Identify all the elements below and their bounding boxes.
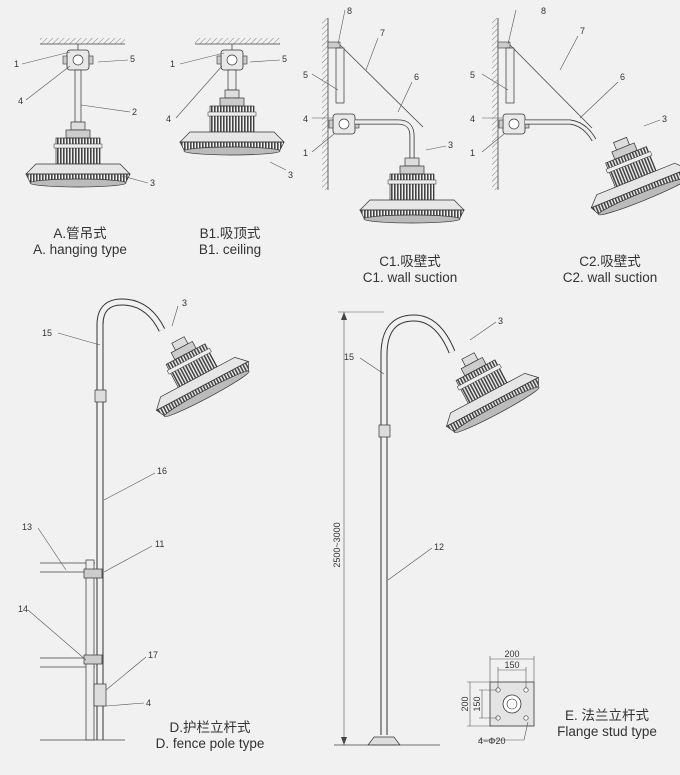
figure-b1-ceiling: 1 5 4 3	[166, 38, 293, 180]
figure-e-flange-pole: 2500~3000 3 15 12	[332, 311, 545, 746]
svg-text:1: 1	[303, 148, 308, 158]
svg-text:3: 3	[288, 170, 293, 180]
figure-c1-wall: 8 7 5 6 4 1 3	[303, 6, 465, 224]
svg-text:3: 3	[662, 114, 667, 124]
svg-text:6: 6	[620, 72, 625, 82]
svg-text:15: 15	[344, 352, 354, 362]
svg-text:11: 11	[155, 539, 164, 549]
caption-d-en: D. fence pole type	[155, 736, 265, 751]
caption-c1-zh: C1.吸壁式	[379, 254, 441, 269]
svg-text:13: 13	[22, 522, 32, 532]
svg-text:3: 3	[150, 178, 155, 188]
pole-height-dimension: 2500~3000	[332, 522, 342, 567]
caption-d: D.护栏立杆式 D. fence pole type	[140, 720, 280, 752]
svg-text:5: 5	[303, 70, 308, 80]
figure-c2-wall: 8 7 5 6 4 1 3	[470, 6, 680, 221]
svg-text:4: 4	[18, 96, 23, 106]
svg-text:8: 8	[347, 6, 352, 16]
caption-e: E. 法兰立杆式 Flange stud type	[544, 708, 670, 740]
caption-c1: C1.吸壁式 C1. wall suction	[345, 254, 475, 286]
caption-e-zh: E. 法兰立杆式	[564, 708, 649, 723]
svg-text:14: 14	[18, 604, 28, 614]
svg-text:5: 5	[470, 70, 475, 80]
svg-text:1: 1	[14, 59, 19, 69]
svg-text:12: 12	[434, 542, 444, 552]
flange-inner-height: 150	[472, 696, 482, 711]
svg-text:3: 3	[448, 140, 453, 150]
svg-text:7: 7	[380, 28, 385, 38]
svg-text:3: 3	[182, 298, 187, 308]
flange-outer-height: 200	[460, 696, 470, 711]
caption-a-en: A. hanging type	[33, 242, 127, 257]
flange-plan: 200 150 200 150 4−Φ20	[460, 649, 535, 746]
svg-text:4: 4	[146, 698, 151, 708]
caption-a: A.管吊式 A. hanging type	[20, 226, 140, 258]
svg-text:2: 2	[132, 107, 137, 117]
svg-text:1: 1	[170, 59, 175, 69]
svg-text:1: 1	[470, 148, 475, 158]
svg-text:3: 3	[498, 316, 503, 326]
svg-text:4: 4	[303, 114, 308, 124]
svg-text:17: 17	[148, 650, 158, 660]
flange-inner-width: 150	[504, 660, 519, 670]
figure-a-hanging: 1 5 4 2 3	[14, 38, 155, 188]
svg-text:7: 7	[580, 26, 585, 36]
caption-a-zh: A.管吊式	[53, 226, 107, 241]
caption-d-zh: D.护栏立杆式	[169, 720, 251, 735]
figure-d-fence-pole: 3 15 16 13 11 14 17 4	[18, 298, 255, 741]
caption-b1-zh: B1.吸顶式	[199, 226, 261, 241]
svg-text:16: 16	[157, 466, 167, 476]
svg-text:6: 6	[414, 72, 419, 82]
caption-c2-en: C2. wall suction	[562, 270, 658, 285]
svg-text:5: 5	[130, 54, 135, 64]
svg-text:5: 5	[282, 54, 287, 64]
caption-c1-en: C1. wall suction	[362, 270, 458, 285]
flange-outer-width: 200	[504, 649, 519, 659]
flange-holes-label: 4−Φ20	[478, 736, 505, 746]
svg-text:15: 15	[42, 328, 52, 338]
caption-b1: B1.吸顶式 B1. ceiling	[175, 226, 285, 258]
svg-text:4: 4	[166, 114, 171, 124]
caption-b1-en: B1. ceiling	[198, 242, 262, 257]
svg-text:8: 8	[541, 6, 546, 16]
caption-c2: C2.吸壁式 C2. wall suction	[545, 254, 675, 286]
svg-text:4: 4	[470, 114, 475, 124]
caption-e-en: Flange stud type	[557, 724, 657, 739]
caption-c2-zh: C2.吸壁式	[579, 254, 641, 269]
